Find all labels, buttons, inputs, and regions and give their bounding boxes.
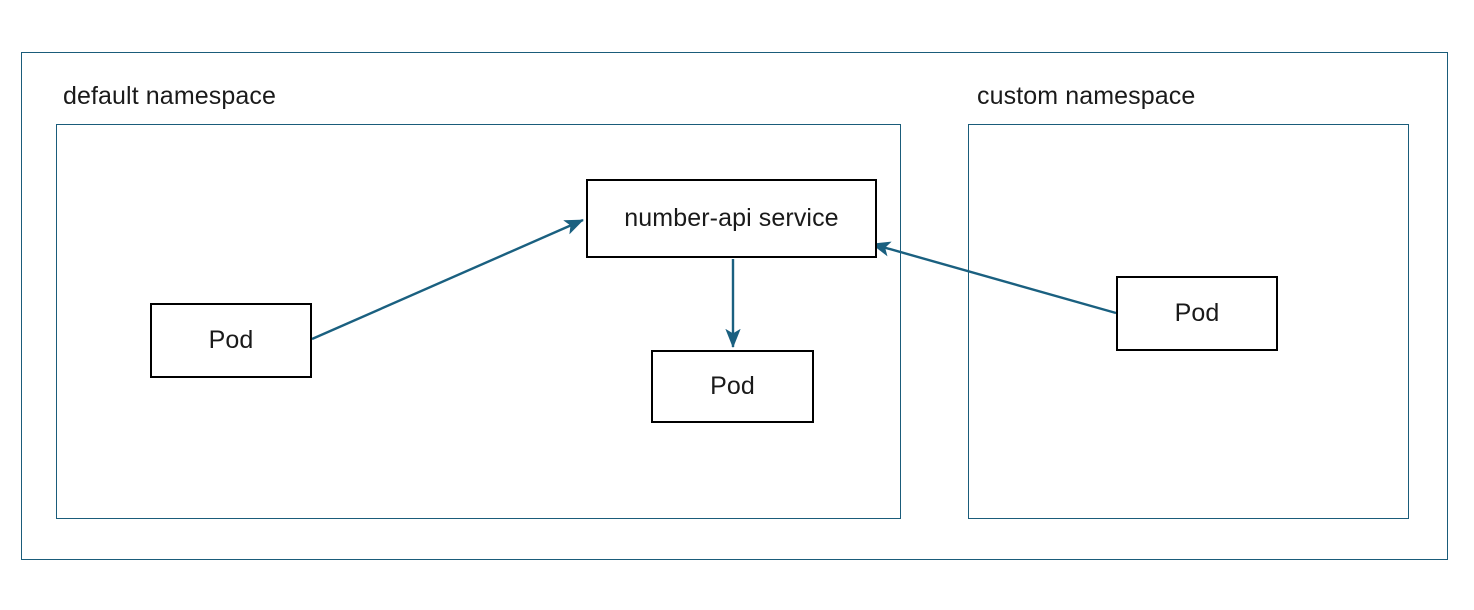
- namespace-default-label: default namespace: [63, 82, 276, 110]
- node-custom-pod[interactable]: Pod: [1116, 276, 1278, 351]
- node-default-pod-center[interactable]: Pod: [651, 350, 814, 423]
- namespace-default-box: [56, 124, 901, 519]
- node-label: Pod: [208, 326, 254, 354]
- cluster-frame: [21, 52, 1448, 560]
- namespace-custom-label: custom namespace: [977, 82, 1196, 110]
- node-label: Pod: [1174, 299, 1220, 327]
- node-number-api-service[interactable]: number-api service: [586, 179, 877, 258]
- namespace-custom-box: [968, 124, 1409, 519]
- node-default-pod-left[interactable]: Pod: [150, 303, 312, 378]
- node-label: Pod: [710, 372, 755, 400]
- node-label: number-api service: [624, 204, 839, 232]
